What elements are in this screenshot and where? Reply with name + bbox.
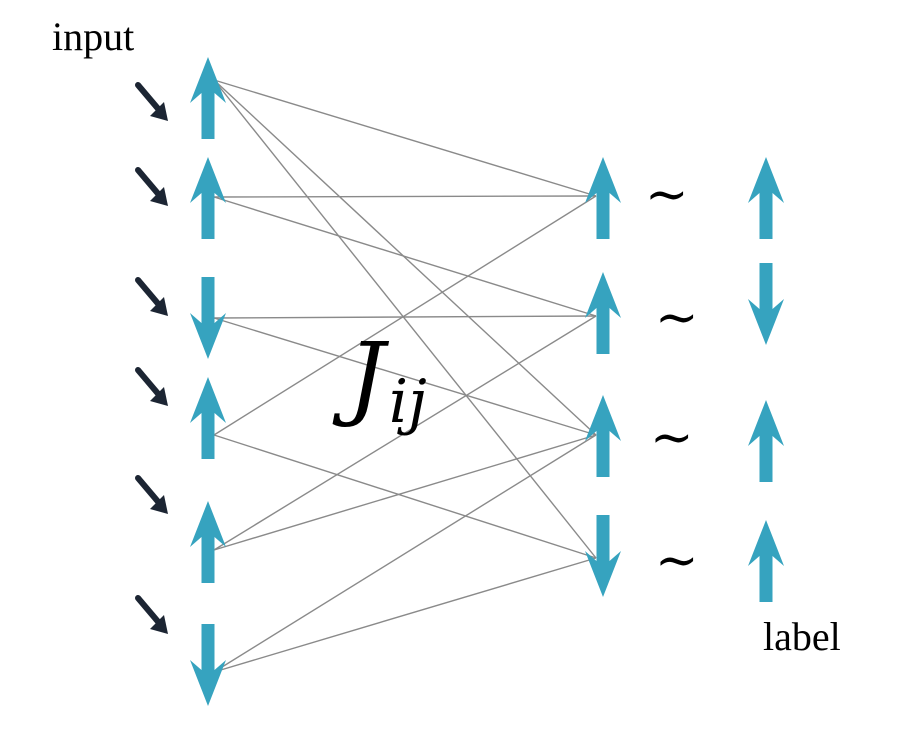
input-arrow-icon bbox=[135, 595, 168, 634]
coupling-main: J bbox=[332, 323, 390, 430]
coupling-line bbox=[213, 195, 597, 436]
input-arrow-icon bbox=[135, 82, 168, 121]
label-spin-up-icon bbox=[748, 400, 784, 482]
label-spin-down-icon bbox=[748, 263, 784, 345]
output-layer-spins bbox=[585, 157, 621, 597]
input-spin-up-icon bbox=[190, 57, 226, 139]
tilde-symbol: ~ bbox=[645, 165, 689, 225]
coupling-line bbox=[213, 196, 597, 317]
tilde-symbol: ~ bbox=[655, 288, 699, 348]
coupling-symbol: Jij bbox=[332, 323, 427, 437]
output-spin-up-icon bbox=[585, 395, 621, 477]
coupling-line bbox=[213, 195, 597, 198]
tilde-symbol: ~ bbox=[655, 531, 699, 591]
label-spin-up-icon bbox=[748, 157, 784, 239]
input-arrow-icon bbox=[135, 167, 168, 206]
output-spin-down-icon bbox=[585, 515, 621, 597]
coupling-line bbox=[213, 315, 597, 551]
input-arrow-icon bbox=[135, 277, 168, 316]
input-spin-down-icon bbox=[190, 277, 226, 359]
input-spin-up-icon bbox=[190, 157, 226, 239]
input-arrow-icon bbox=[135, 367, 168, 406]
label-label: label bbox=[763, 614, 841, 659]
output-spin-up-icon bbox=[585, 272, 621, 354]
input-arrow-icon bbox=[135, 475, 168, 514]
label-layer-spins bbox=[748, 157, 784, 602]
coupling-connections bbox=[213, 79, 597, 673]
input-label: input bbox=[52, 14, 134, 59]
coupling-line bbox=[213, 315, 597, 319]
coupling-subscript: ij bbox=[389, 367, 427, 437]
output-spin-up-icon bbox=[585, 157, 621, 239]
coupling-line bbox=[213, 434, 597, 551]
input-arrows bbox=[135, 82, 168, 634]
coupling-line bbox=[213, 79, 597, 559]
input-spin-up-icon bbox=[190, 501, 226, 583]
input-spin-down-icon bbox=[190, 624, 226, 706]
label-spin-up-icon bbox=[748, 520, 784, 602]
tilde-symbol: ~ bbox=[650, 408, 694, 468]
coupling-line bbox=[213, 79, 597, 197]
coupling-line bbox=[213, 434, 597, 559]
coupling-line bbox=[213, 557, 597, 673]
coupling-line bbox=[213, 79, 597, 436]
similarity-tildes: ~ ~ ~ ~ bbox=[645, 165, 699, 591]
coupling-line bbox=[213, 317, 597, 436]
coupling-line bbox=[213, 434, 597, 673]
input-spin-up-icon bbox=[190, 377, 226, 459]
input-layer-spins bbox=[190, 57, 226, 706]
